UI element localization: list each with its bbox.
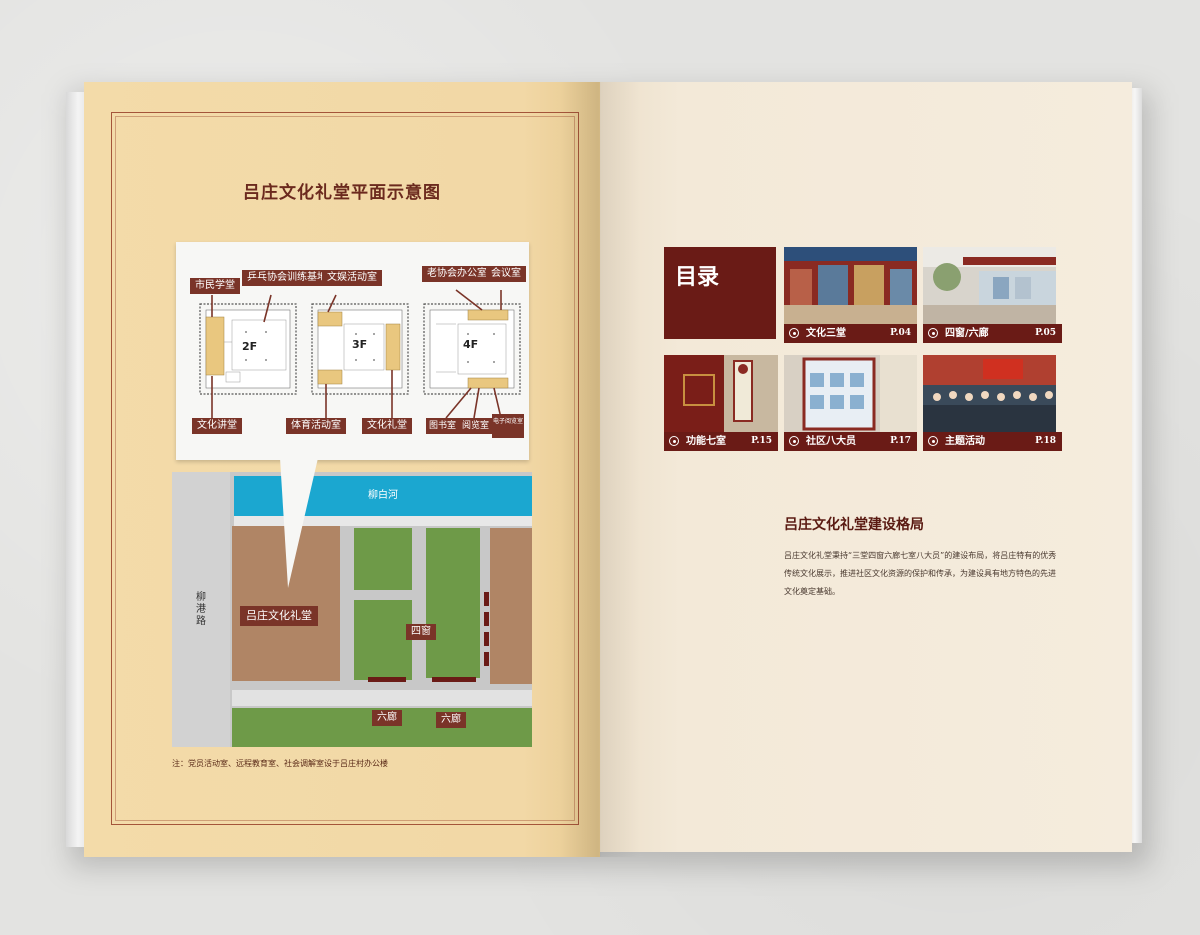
- road-label: 柳港路: [196, 592, 206, 627]
- toc-item-bar: 四窗/六廊 P.05: [923, 324, 1062, 343]
- toc-item-2[interactable]: 四窗/六廊 P.05: [923, 247, 1062, 343]
- corridor-label-1: 六廊: [372, 710, 402, 726]
- thumb-photo-board: [784, 355, 917, 433]
- label-wenhua-jiangtang: 文化讲堂: [192, 418, 242, 434]
- bullet-icon: [789, 436, 799, 446]
- right-page: 目录 文化三堂 P.04: [600, 82, 1132, 852]
- toc-item-page: P.15: [751, 436, 772, 446]
- floor-2f-outline: [199, 303, 297, 395]
- toc-item-label: 主题活动: [945, 436, 985, 447]
- bullet-icon: [669, 436, 679, 446]
- label-elder-office: 老协会办公室: [422, 266, 492, 282]
- floor-plan-drawing: [199, 289, 521, 419]
- floor-plan-card: 2F 3F 4F 市民学堂 乒乓协会训练基地 文娱活动室 老协会办公室 会议室 …: [176, 242, 529, 460]
- toc-item-label: 文化三堂: [806, 328, 846, 339]
- toc-item-bar: 社区八大员 P.17: [784, 432, 917, 451]
- section-body: 吕庄文化礼堂秉持“三堂四窗六廊七室八大员”的建设布局，将吕庄特有的优秀传统文化展…: [784, 551, 1057, 596]
- toc-item-page: P.05: [1035, 328, 1056, 338]
- left-page-edges: [66, 92, 86, 847]
- toc-item-page: P.04: [890, 328, 911, 338]
- toc-item-3[interactable]: 功能七室 P.15: [664, 355, 778, 451]
- thumb-photo-group: [923, 355, 1056, 433]
- floor-3f-label: 3F: [352, 338, 368, 351]
- site-map-drawing: [172, 472, 532, 748]
- floor-2f-label: 2F: [242, 340, 258, 353]
- toc-item-1[interactable]: 文化三堂 P.04: [784, 247, 917, 343]
- toc-item-bar: 文化三堂 P.04: [784, 324, 917, 343]
- label-sports-room: 体育活动室: [286, 418, 346, 434]
- toc-item-label: 四窗/六廊: [945, 328, 989, 339]
- river-label: 柳白河: [368, 490, 398, 501]
- floor-4f-label: 4F: [463, 338, 479, 351]
- corridor-label-2: 六廊: [436, 712, 466, 728]
- hall-label: 吕庄文化礼堂: [240, 606, 318, 626]
- callout-pointer: [280, 458, 318, 588]
- window-label: 四窗: [406, 624, 436, 640]
- bullet-icon: [928, 436, 938, 446]
- label-pingpong-base: 乒乓协会训练基地: [242, 270, 332, 286]
- label-library: 图书室: [426, 418, 460, 434]
- bullet-icon: [928, 328, 938, 338]
- floor-4f-outline: [423, 303, 521, 395]
- page-border: [111, 112, 579, 825]
- toc-item-label: 功能七室: [686, 436, 726, 447]
- bullet-icon: [789, 328, 799, 338]
- label-meeting-room: 会议室: [486, 266, 526, 282]
- toc-item-label: 社区八大员: [806, 436, 856, 447]
- label-wenyu-room: 文娱活动室: [322, 270, 382, 286]
- toc-item-page: P.18: [1035, 436, 1056, 446]
- toc-item-5[interactable]: 主题活动 P.18: [923, 355, 1062, 451]
- thumb-photo-corridor: [923, 247, 1056, 325]
- floor-3f-outline: [311, 303, 409, 395]
- label-shimin-xuetang: 市民学堂: [190, 278, 240, 294]
- footnote: 注：党员活动室、远程教育室、社会调解室设于吕庄村办公楼: [172, 759, 388, 768]
- toc-header-block: 目录: [664, 247, 776, 339]
- label-e-reading-room: 电子阅览室: [492, 414, 524, 438]
- toc-item-page: P.17: [890, 436, 911, 446]
- toc-item-bar: 主题活动 P.18: [923, 432, 1062, 451]
- toc-item-4[interactable]: 社区八大员 P.17: [784, 355, 917, 451]
- label-wenhua-litang: 文化礼堂: [362, 418, 412, 434]
- toc-item-bar: 功能七室 P.15: [664, 432, 778, 451]
- site-map: 柳白河 柳港路 吕庄文化礼堂 四窗 六廊 六廊: [172, 472, 532, 748]
- page-title: 吕庄文化礼堂平面示意图: [243, 183, 441, 203]
- toc-title: 目录: [675, 264, 720, 290]
- section-title: 吕庄文化礼堂建设格局: [784, 517, 924, 533]
- left-page: 吕庄文化礼堂平面示意图: [84, 82, 600, 857]
- label-reading-room: 阅览室: [459, 418, 493, 434]
- thumb-photo-hall: [784, 247, 917, 325]
- thumb-photo-room: [664, 355, 778, 433]
